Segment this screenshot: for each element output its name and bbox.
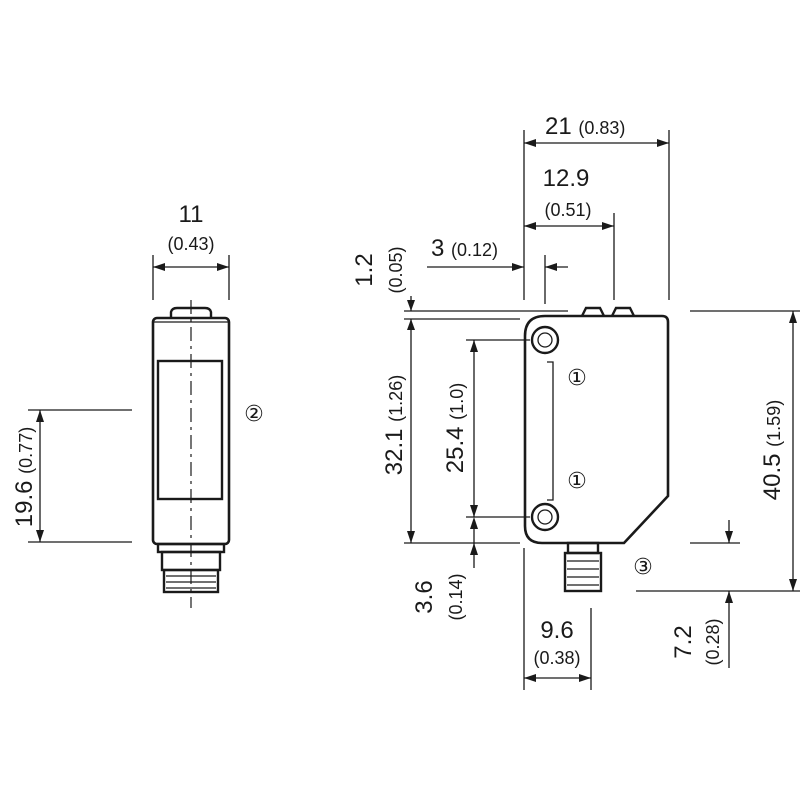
- front-view: ① ① ③ 21 (0.83) 12.9 (0.51) 3 (0.12): [351, 113, 800, 690]
- connector-length-alt: (0.28): [703, 618, 723, 665]
- side-height-value: 19.6 (0.77): [11, 427, 38, 527]
- front-housing: [523, 314, 670, 545]
- connector-offset-alt: (0.38): [533, 648, 580, 668]
- callout-1-lower: ①: [567, 468, 587, 493]
- edge-offset-label: 3 (0.12): [431, 235, 498, 262]
- top-offset-alt: (0.05): [386, 246, 406, 293]
- body-height-label: 32.1 (1.26): [381, 375, 408, 475]
- optic-offset-value: 12.9: [543, 165, 590, 192]
- side-view: 11 (0.43) 19.6 (0.77) ②: [11, 201, 264, 608]
- front-top-nubs: [580, 306, 636, 317]
- side-width-value: 11: [179, 201, 204, 228]
- bottom-offset-alt: (0.14): [446, 573, 466, 620]
- mounting-hole-lower: [530, 502, 560, 532]
- side-connector: [156, 542, 226, 594]
- overall-width-label: 21 (0.83): [545, 113, 625, 140]
- callout-2: ②: [244, 401, 264, 426]
- side-lens-window: [156, 359, 224, 501]
- top-offset-value: 1.2: [351, 253, 378, 286]
- front-connector: [563, 541, 603, 593]
- connector-length-value: 7.2: [670, 625, 697, 658]
- callout-3: ③: [633, 554, 653, 579]
- hole-spacing-label: 25.4 (1.0): [442, 383, 469, 473]
- optic-offset-alt: (0.51): [544, 200, 591, 220]
- overall-height-label: 40.5 (1.59): [759, 400, 786, 500]
- callout-1-upper: ①: [567, 365, 587, 390]
- side-width-alt: (0.43): [167, 234, 214, 254]
- mounting-hole-upper: [530, 325, 560, 355]
- bottom-offset-value: 3.6: [411, 580, 438, 613]
- connector-offset-value: 9.6: [540, 617, 573, 644]
